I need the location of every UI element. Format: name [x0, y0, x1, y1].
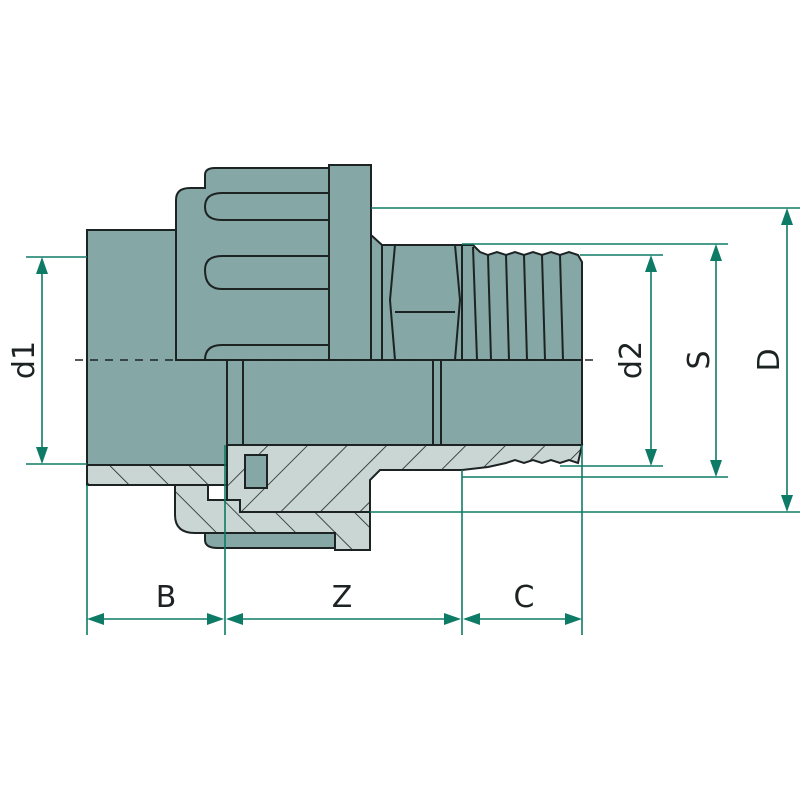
label-C: C: [514, 580, 535, 615]
section-socket-wall: [86, 464, 228, 486]
section-nut: [174, 484, 371, 551]
dimension-d2: d2: [560, 254, 663, 467]
hex-section: [370, 232, 463, 361]
label-d1: d1: [7, 341, 42, 379]
dimension-D: D: [370, 207, 800, 513]
label-d2: d2: [614, 341, 649, 379]
section-body: [226, 444, 584, 513]
bore-body: [226, 359, 583, 446]
union-nut: [175, 164, 372, 361]
label-Z: Z: [332, 580, 353, 615]
dimension-S: S: [462, 243, 728, 478]
dimension-d1: d1: [7, 256, 87, 465]
label-B: B: [156, 580, 177, 615]
label-D: D: [752, 348, 787, 371]
dimension-lengths: B Z C: [86, 445, 583, 635]
label-S: S: [682, 350, 717, 369]
